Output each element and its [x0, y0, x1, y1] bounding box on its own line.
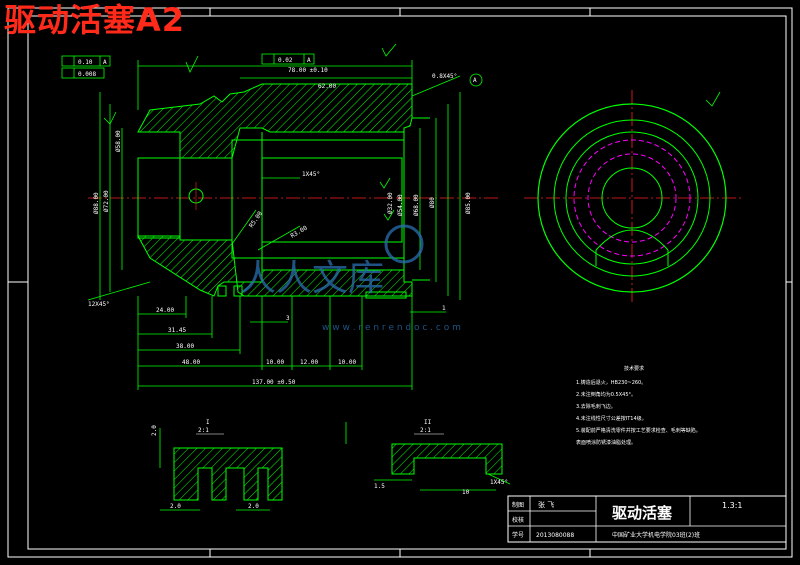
dim-chamfer-top: 0.8X45°: [432, 73, 457, 80]
end-roughness-mark: [705, 91, 721, 107]
dim-h-6: 12.00: [300, 359, 318, 366]
right-section-dim-2: 10: [462, 489, 470, 496]
right-section-label: II: [424, 419, 432, 426]
tb-row1-label: 制图: [512, 501, 524, 509]
note-line-3: 3.去除毛刺飞边。: [576, 403, 616, 410]
tb-row3-value: 2013080088: [536, 532, 574, 539]
dim-dia-left-3: Ø58.00: [115, 130, 122, 152]
end-view: [524, 90, 742, 304]
end-bore-circle: [601, 167, 663, 229]
technical-notes: 技术要求 1.铸造后退火，HB230~260。 2.未注倒角均为0.5X45°。…: [576, 365, 701, 446]
dim-chamfer-bottom: 12X45°: [88, 301, 110, 308]
top-wall-hatch: [137, 83, 413, 159]
right-section-dim-1: 1.5: [374, 483, 385, 490]
dim-h-1: 24.00: [156, 307, 174, 314]
note-line-5: 5.装配前严格清洗零件并按工艺要求检查、毛刺等缺陷。: [576, 427, 701, 434]
section-view-left: I 2:1 2.0 2.0 2.0: [151, 419, 283, 511]
bore-outlines: [137, 117, 430, 281]
tb-part-name: 驱动活塞: [612, 504, 673, 522]
tb-row1-value: 张 飞: [538, 500, 554, 509]
left-section-dim-1: 2.0: [170, 503, 181, 510]
dim-h-7: 10.00: [338, 359, 356, 366]
dim-dia-right-3: Ø85.00: [465, 192, 472, 214]
left-section-body: [173, 447, 283, 501]
leader-1: 3: [286, 315, 290, 322]
tol-mid-ref: A: [307, 57, 311, 64]
end-hidden-circle-2: [587, 153, 677, 243]
note-line-1: 1.铸造后退火，HB230~260。: [576, 379, 646, 386]
dim-h-4: 48.00: [182, 359, 200, 366]
dim-dia-inner-2: Ø54.00: [397, 194, 404, 216]
dim-top-2: 62.00: [318, 83, 336, 90]
right-section-body: [391, 443, 503, 475]
leader-2: 1: [442, 305, 446, 312]
end-slot-arc: [595, 229, 669, 251]
left-section-dim-v: 2.0: [151, 425, 158, 436]
dim-top-1: 78.00 ±0.10: [288, 67, 328, 74]
page-title: 驱动活塞A2: [4, 1, 186, 39]
dim-dia-inner-1: Ø32.00: [387, 192, 394, 214]
tol-left-ref: A: [103, 59, 107, 66]
end-outer-circle: [537, 103, 727, 293]
dim-dia-right-1: Ø68.00: [413, 194, 420, 216]
left-section-label: I: [206, 419, 210, 426]
tolerance-frames: [61, 53, 483, 87]
tb-row2-label: 校核: [512, 516, 524, 524]
frame-ticks: [8, 8, 792, 557]
note-line-4: 4.未注线性尺寸公差按IT14级。: [576, 415, 647, 422]
watermark-text: 人人文库: [240, 258, 384, 299]
notes-heading: 技术要求: [624, 365, 644, 372]
end-circle-2: [553, 119, 711, 277]
dim-dia-left-1: Ø88.00: [93, 192, 100, 214]
dimension-lines: [87, 60, 461, 390]
bottom-grooves: [217, 285, 407, 299]
datum-label: A: [473, 77, 477, 84]
end-hidden-circle-1: [573, 139, 691, 257]
dim-dia-left-2: Ø72.00: [103, 190, 110, 212]
right-section-scale: 2:1: [420, 427, 431, 434]
end-circle-3: [565, 131, 699, 265]
tb-row3-label: 学号: [512, 531, 524, 539]
tol-mid-1: 0.02: [278, 57, 293, 64]
main-section-view: 0.10 A 0.008 0.02 A A 78.00 ±0.10 62.00 …: [61, 43, 500, 390]
left-section-dim-2: 2.0: [248, 503, 259, 510]
watermark-logo-icon: [384, 224, 424, 264]
roughness-marks: [103, 43, 397, 221]
dim-h-8: 137.00 ±0.50: [252, 379, 296, 386]
dim-h-2: 31.45: [168, 327, 186, 334]
note-line-6: 表面喷涂防锈漆油脂处理。: [576, 439, 636, 446]
tb-school: 中国矿业大学机电学院03班(2)班: [612, 531, 700, 539]
tol-left-1: 0.10: [78, 59, 93, 66]
left-section-scale: 2:1: [198, 427, 209, 434]
dim-h-5: 10.00: [266, 359, 284, 366]
right-section-chamfer: 1X45°: [490, 479, 508, 486]
note-line-2: 2.未注倒角均为0.5X45°。: [576, 391, 636, 398]
dim-dia-right-2: Ø80: [429, 197, 436, 208]
dim-h-3: 38.00: [176, 343, 194, 350]
section-view-right: II 2:1 1.5 10 1X45°: [345, 419, 511, 496]
dim-chamfer-mid: 1X45°: [302, 171, 320, 178]
tb-scale: 1.3:1: [722, 501, 743, 510]
watermark-url: w w w . r e n r e n d o c . c o m: [322, 323, 461, 333]
tol-left-2: 0.008: [78, 71, 96, 78]
title-block: 制图 张 飞 校核 学号 2013080088 驱动活塞 1.3:1 中国矿业大…: [507, 495, 787, 543]
watermark: 人人文库 w w w . r e n r e n d o c . c o m: [240, 224, 461, 333]
